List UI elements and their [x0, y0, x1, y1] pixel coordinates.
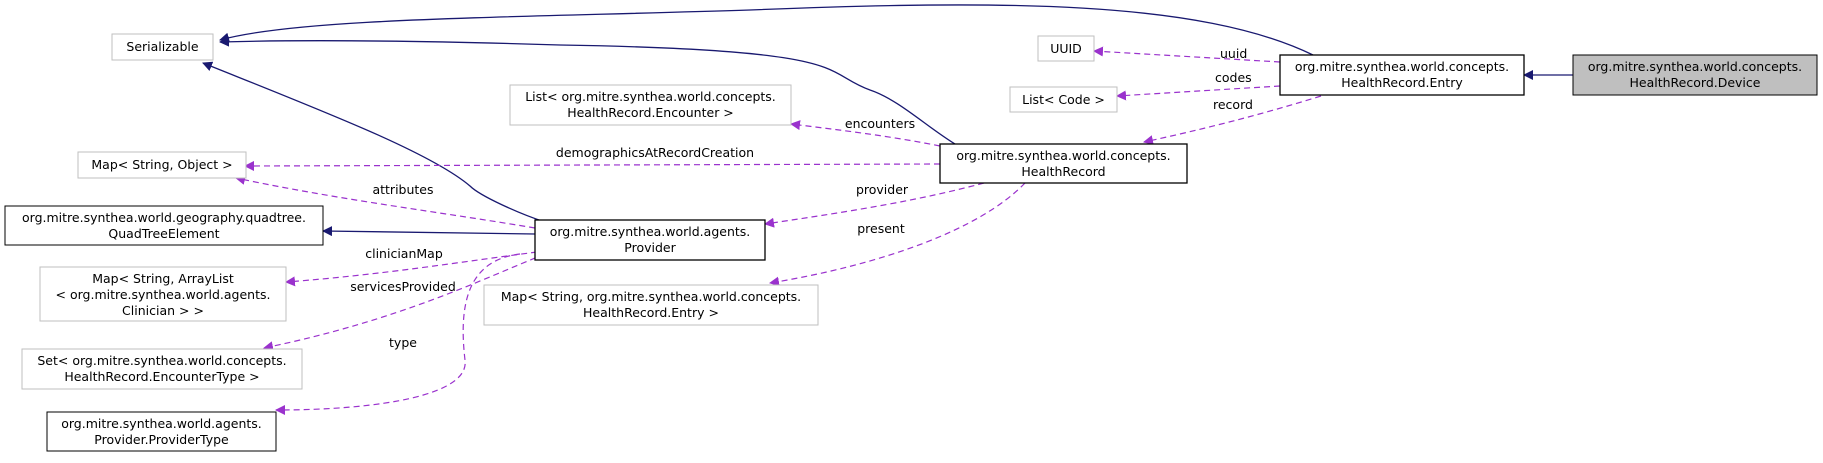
- node-provider[interactable]: org.mitre.synthea.world.agents. Provider: [534, 219, 766, 261]
- node-provider-line2: Provider: [624, 240, 676, 255]
- edge-healthrecord-encounters: [790, 120, 941, 147]
- node-provider-type-line2: Provider.ProviderType: [94, 432, 229, 447]
- label-demographics: demographicsAtRecordCreation: [556, 145, 754, 160]
- edge-provider-type: [275, 253, 521, 415]
- node-set-encounter-type-line1: Set< org.mitre.synthea.world.concepts.: [37, 353, 286, 368]
- node-map-string-object[interactable]: Map< String, Object >: [77, 151, 247, 179]
- node-quadtree-element-line2: QuadTreeElement: [108, 226, 219, 241]
- node-provider-type-line1: org.mitre.synthea.world.agents.: [61, 416, 262, 431]
- edge-provider-to-serializable: [202, 61, 546, 223]
- edge-entry-to-serializable: [219, 4, 1314, 56]
- node-device-line1: org.mitre.synthea.world.concepts.: [1588, 59, 1802, 74]
- node-quadtree-element-line1: org.mitre.synthea.world.geography.quadtr…: [22, 210, 306, 225]
- node-list-code-label: List< Code >: [1022, 92, 1105, 107]
- edge-healthrecord-to-serializable: [219, 36, 961, 148]
- label-provider: provider: [856, 182, 909, 197]
- node-map-string-object-label: Map< String, Object >: [91, 157, 232, 172]
- usage-edges: [235, 46, 1322, 415]
- node-serializable-label: Serializable: [126, 39, 198, 54]
- node-list-encounter[interactable]: List< org.mitre.synthea.world.concepts. …: [509, 84, 792, 126]
- node-map-entry[interactable]: Map< String, org.mitre.synthea.world.con…: [483, 284, 819, 326]
- node-health-record-line2: HealthRecord: [1021, 164, 1105, 179]
- node-health-record[interactable]: org.mitre.synthea.world.concepts. Health…: [939, 143, 1188, 184]
- node-uuid-label: UUID: [1050, 41, 1082, 56]
- label-servicesprovided: servicesProvided: [350, 279, 456, 294]
- edge-entry-codes: [1116, 85, 1281, 101]
- label-clinicianmap: clinicianMap: [365, 246, 443, 261]
- node-list-encounter-line2: HealthRecord.Encounter >: [567, 105, 734, 120]
- node-map-clinician-line1: Map< String, ArrayList: [92, 271, 234, 286]
- node-set-encounter-type-line2: HealthRecord.EncounterType >: [64, 369, 259, 384]
- node-list-encounter-line1: List< org.mitre.synthea.world.concepts.: [525, 89, 776, 104]
- node-map-clinician-line2: < org.mitre.synthea.world.agents.: [56, 287, 271, 302]
- edge-healthrecord-present: [769, 182, 1026, 287]
- node-provider-line1: org.mitre.synthea.world.agents.: [550, 224, 751, 239]
- node-uuid[interactable]: UUID: [1037, 35, 1095, 62]
- node-quadtree-element[interactable]: org.mitre.synthea.world.geography.quadtr…: [4, 205, 324, 246]
- edge-healthrecord-demographics: [244, 160, 941, 171]
- node-entry-line2: HealthRecord.Entry: [1341, 75, 1463, 90]
- node-map-entry-line2: HealthRecord.Entry >: [583, 305, 719, 320]
- label-type: type: [389, 335, 417, 350]
- edge-entry-record: [1143, 95, 1322, 146]
- node-provider-type[interactable]: org.mitre.synthea.world.agents. Provider…: [46, 411, 277, 452]
- node-map-entry-line1: Map< String, org.mitre.synthea.world.con…: [501, 289, 801, 304]
- node-entry[interactable]: org.mitre.synthea.world.concepts. Health…: [1279, 54, 1525, 96]
- edge-labels: uuid codes record encounters demographic…: [350, 46, 1253, 350]
- label-attributes: attributes: [372, 182, 433, 197]
- node-health-record-line1: org.mitre.synthea.world.concepts.: [956, 148, 1170, 163]
- label-uuid: uuid: [1220, 46, 1247, 61]
- edge-provider-servicesprovided: [263, 253, 546, 352]
- label-present: present: [857, 221, 905, 236]
- node-device-line2: HealthRecord.Device: [1630, 75, 1761, 90]
- node-list-code[interactable]: List< Code >: [1009, 86, 1118, 113]
- node-entry-line1: org.mitre.synthea.world.concepts.: [1295, 59, 1509, 74]
- node-device[interactable]: org.mitre.synthea.world.concepts. Health…: [1572, 54, 1818, 96]
- node-map-clinician-line3: Clinician > >: [122, 303, 204, 318]
- node-map-clinician[interactable]: Map< String, ArrayList < org.mitre.synth…: [39, 266, 287, 322]
- edge-entry-uuid: [1093, 46, 1281, 63]
- inheritance-edges: [202, 4, 1573, 237]
- label-encounters: encounters: [845, 116, 915, 131]
- node-set-encounter-type[interactable]: Set< org.mitre.synthea.world.concepts. H…: [21, 348, 303, 390]
- node-serializable[interactable]: Serializable: [111, 33, 214, 61]
- edge-healthrecord-provider: [764, 182, 985, 228]
- edge-provider-to-quadtree: [322, 226, 536, 237]
- label-record: record: [1213, 97, 1253, 112]
- edge-provider-clinicianmap: [285, 251, 538, 287]
- edge-provider-attributes: [235, 174, 536, 229]
- label-codes: codes: [1215, 70, 1252, 85]
